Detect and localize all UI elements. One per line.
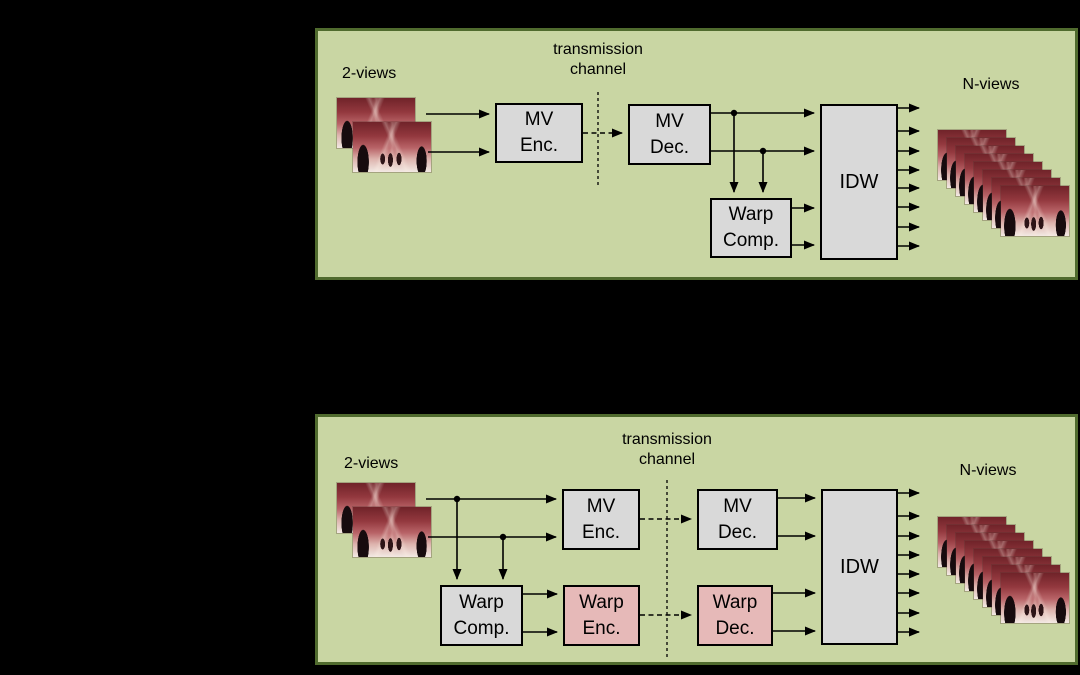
stack-photo-8	[1001, 186, 1069, 236]
n-views-label: N-views	[962, 76, 1020, 93]
junction-dot-1	[453, 495, 461, 503]
warp-comp-box: Warp Comp.	[440, 585, 523, 646]
idw-label: IDW	[840, 555, 879, 578]
mv-enc-box: MV Enc.	[495, 103, 583, 163]
stack-photo-8	[1001, 573, 1069, 623]
mv-dec-label-line1: MV	[655, 110, 684, 132]
warp-comp-label-line2: Comp.	[453, 617, 510, 639]
mv-enc-label-line1: MV	[524, 109, 554, 131]
solid-arrows	[426, 488, 920, 637]
transmission-label-line1: transmission	[553, 41, 643, 58]
warp-enc-label-line2: Enc.	[582, 617, 621, 639]
dashed-lines	[583, 92, 623, 187]
idw-label: IDW	[839, 170, 879, 193]
solid-arrows	[426, 103, 920, 251]
view-photo-front	[353, 507, 431, 557]
junction-dot-2	[759, 147, 767, 155]
warp-comp-label-line1: Warp	[728, 204, 774, 226]
connections-layer-a	[426, 92, 920, 251]
transmission-label-line2: channel	[569, 60, 627, 78]
two-views-label: 2-views	[344, 455, 399, 472]
dashed-lines	[640, 480, 692, 657]
mv-dec-box: MV Dec.	[697, 489, 778, 550]
idw-box: IDW	[821, 489, 898, 645]
junction-dot-1	[730, 109, 738, 117]
transmission-label-line1: transmission	[622, 431, 712, 448]
warp-comp-label-line1: Warp	[459, 591, 504, 613]
warp-enc-box: Warp Enc.	[563, 585, 640, 646]
view-photo-front	[353, 122, 431, 172]
n-views-photo-stack	[938, 517, 1070, 624]
idw-box: IDW	[820, 104, 898, 260]
warp-dec-label-line1: Warp	[712, 591, 758, 613]
mv-enc-label-line2: Enc.	[519, 135, 559, 156]
mv-dec-label-line2: Dec.	[717, 521, 758, 543]
transmission-label-line2: channel	[638, 450, 696, 468]
two-views-label: 2-views	[342, 65, 397, 82]
warp-enc-label-line1: Warp	[579, 591, 624, 613]
diagram-panel-b: transmission channel 2-views	[315, 414, 1078, 665]
junction-dots	[730, 109, 767, 155]
warp-dec-label-line2: Dec.	[715, 617, 755, 639]
mv-enc-label-line2: Enc.	[581, 521, 621, 543]
junction-dots	[453, 495, 507, 541]
warp-dec-box: Warp Dec.	[697, 585, 773, 646]
warp-comp-label-line2: Comp.	[723, 230, 779, 251]
mv-dec-label-line2: Dec.	[649, 136, 690, 158]
transmission-channel-label: transmission channel	[538, 40, 658, 79]
warp-comp-box: Warp Comp.	[710, 198, 792, 258]
connections-layer-b	[426, 480, 920, 657]
n-views-photo-stack	[938, 130, 1070, 237]
junction-dot-2	[499, 533, 507, 541]
mv-enc-label-line1: MV	[586, 495, 616, 517]
mv-dec-label-line1: MV	[723, 495, 752, 517]
mv-enc-box: MV Enc.	[562, 489, 640, 550]
mv-dec-box: MV Dec.	[628, 104, 711, 165]
transmission-channel-label: transmission channel	[607, 430, 727, 469]
n-views-label: N-views	[959, 462, 1017, 479]
diagram-panel-a: transmission channel 2-views	[315, 28, 1078, 280]
